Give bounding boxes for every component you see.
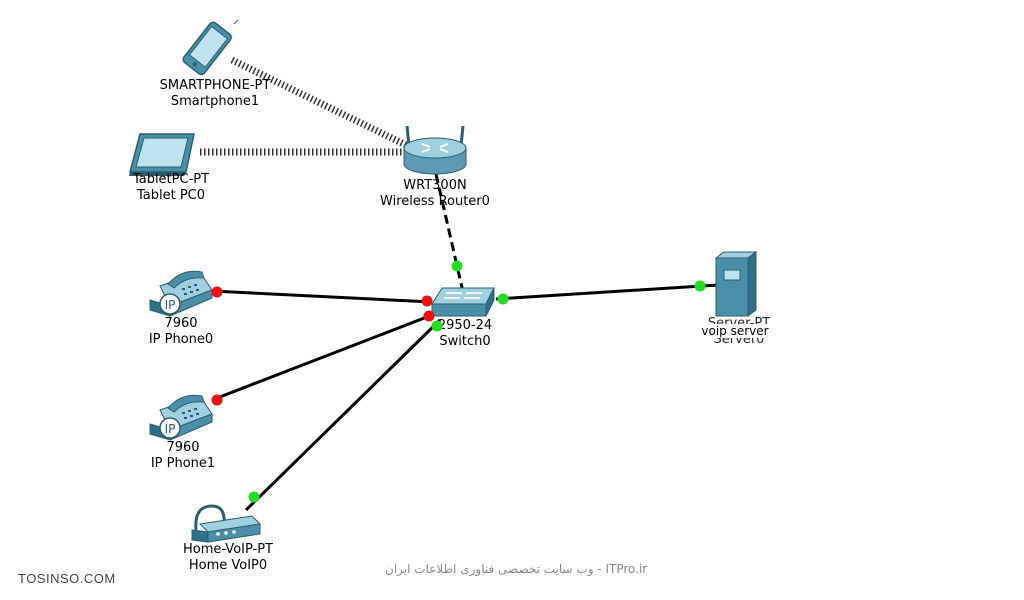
link-ipphone0-switch[interactable] (211, 289, 433, 304)
tablet-icon[interactable] (128, 132, 196, 176)
router-name-label: Wireless Router0 (380, 194, 490, 209)
tablet-model-label: TabletPC-PT (132, 172, 210, 187)
ip-badge: IP (165, 298, 176, 312)
switch-icon[interactable] (428, 286, 498, 320)
homevoip-model-label: Home-VoIP-PT (182, 542, 274, 557)
switch-model-label: 2950-24 (437, 318, 493, 333)
tablet-name-label: Tablet PC0 (136, 188, 206, 203)
ipphone1-name-label: IP Phone1 (150, 456, 216, 471)
smartphone-icon[interactable] (176, 18, 240, 80)
wireless-link-smartphone[interactable] (230, 56, 414, 152)
watermark-left: TOSINSO.COM (18, 571, 116, 586)
watermark-center: ITPro.ir - وب سایت تخصصی فناوری اطلاعات … (385, 562, 648, 576)
switch-name-label: Switch0 (439, 334, 491, 349)
server-icon[interactable] (712, 250, 760, 318)
ip-phone-icon[interactable]: IP (146, 264, 216, 320)
link-homevoip-switch[interactable] (244, 318, 442, 512)
workspace-canvas[interactable] (128, 0, 1024, 600)
server-annotation-note[interactable]: voip server (670, 324, 800, 338)
home-voip-icon[interactable] (188, 500, 264, 544)
router-model-label: WRT300N (403, 178, 467, 193)
link-ipphone1-switch[interactable] (211, 313, 433, 402)
wireless-router-icon[interactable] (400, 124, 470, 176)
homevoip-name-label: Home VoIP0 (188, 558, 268, 573)
ipphone0-model-label: 7960 (164, 316, 198, 331)
smartphone-model-label: SMARTPHONE-PT (159, 78, 271, 93)
smartphone-name-label: Smartphone1 (170, 94, 260, 109)
ipphone0-name-label: IP Phone0 (148, 332, 214, 347)
ip-phone-icon[interactable]: IP (146, 388, 216, 444)
ip-badge: IP (165, 422, 176, 436)
ipphone1-model-label: 7960 (166, 440, 200, 455)
link-router-switch[interactable] (434, 173, 465, 293)
link-switch-server[interactable] (495, 283, 719, 301)
